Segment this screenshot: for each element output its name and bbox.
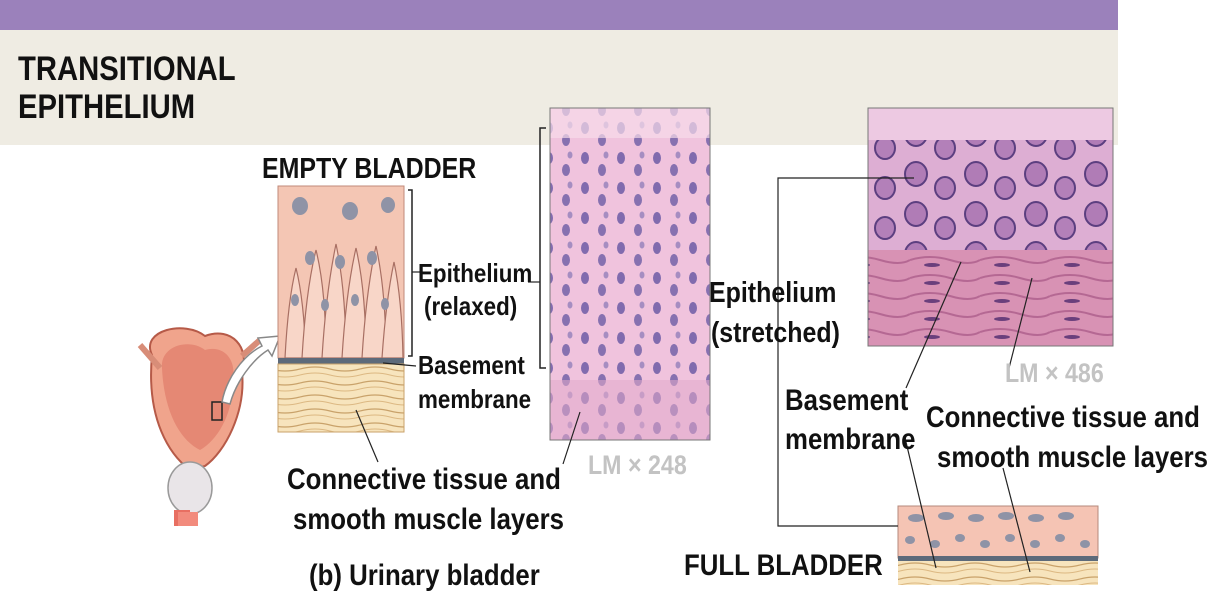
label-basement-left-line1: Basement [418,350,525,380]
label-basement-right-line2: membrane [785,425,915,455]
bladder-organ-illustration [140,328,280,526]
label-epithelium-relaxed-line1: Epithelium [418,258,532,288]
label-epithelium-relaxed-line2: (relaxed) [424,291,517,321]
label-connective-right-line1: Connective tissue and [926,403,1200,433]
label-connective-left-line1: Connective tissue and [287,465,561,495]
full-bladder-epithelium-drawing [898,506,1098,585]
figure-caption: (b) Urinary bladder [309,561,540,591]
label-basement-right-line1: Basement [785,386,908,416]
magnification-left: LM × 248 [588,450,687,481]
magnification-right: LM × 486 [1005,358,1104,389]
empty-bladder-heading: EMPTY BLADDER [262,153,476,186]
label-connective-right-line2: smooth muscle layers [937,443,1208,473]
label-epithelium-stretched-line1: Epithelium [709,278,836,308]
empty-bladder-epithelium-drawing [278,186,412,432]
label-basement-left-line2: membrane [418,384,531,414]
micrograph-full-bladder [868,108,1113,346]
label-connective-left-line2: smooth muscle layers [293,505,564,535]
label-epithelium-stretched-line2: (stretched) [711,318,840,348]
micrograph-empty-bladder [540,108,710,440]
full-bladder-heading: FULL BLADDER [684,549,883,583]
